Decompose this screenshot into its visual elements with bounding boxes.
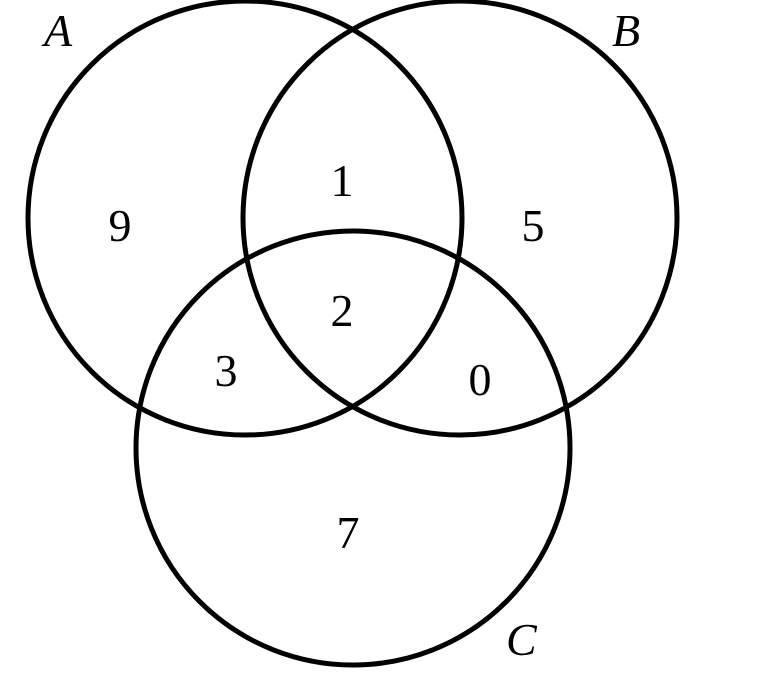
set-a-label: A — [41, 5, 73, 56]
set-c-circle — [133, 228, 573, 668]
set-a-circle — [25, 0, 465, 438]
set-b-circle — [240, 0, 680, 438]
region-a-and-c-value: 3 — [215, 345, 238, 396]
region-b-only-value: 5 — [522, 200, 545, 251]
region-a-and-b-value: 1 — [331, 155, 354, 206]
region-a-b-c-value: 2 — [331, 285, 354, 336]
region-c-only-value: 7 — [337, 507, 360, 558]
set-b-label: B — [612, 5, 640, 56]
region-a-only-value: 9 — [109, 200, 132, 251]
region-b-and-c-value: 0 — [469, 354, 492, 405]
set-c-label: C — [506, 614, 538, 665]
